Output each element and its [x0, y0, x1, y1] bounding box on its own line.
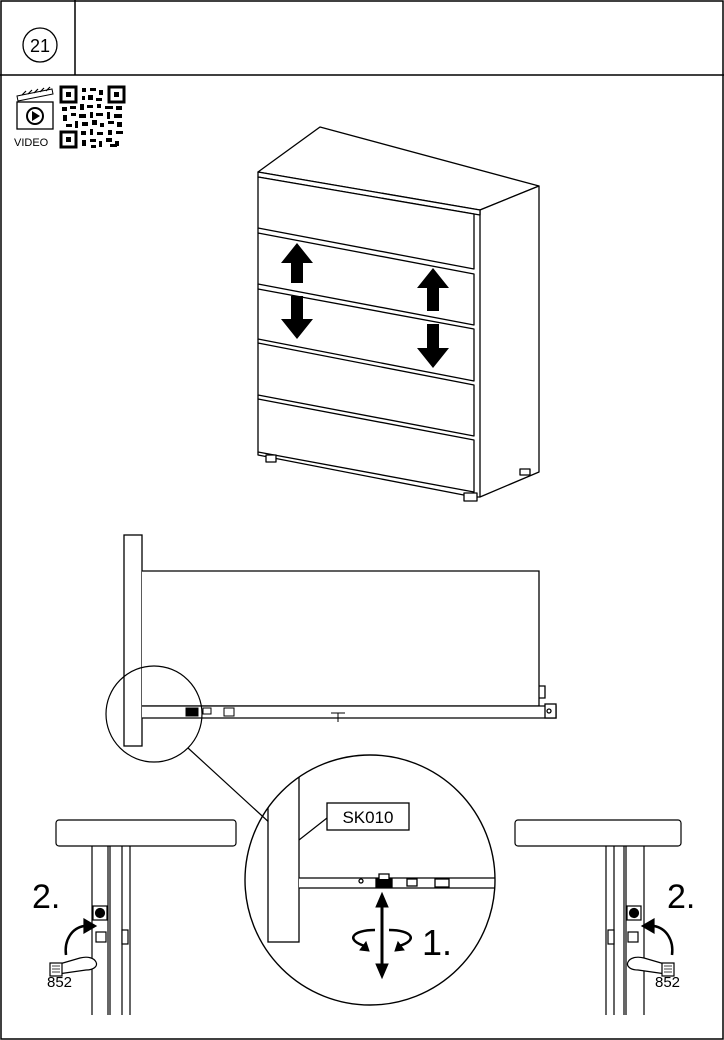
- drawer-front-2: [257, 232, 475, 326]
- chest-side: [479, 185, 540, 498]
- detail-marker-circle: [105, 665, 203, 763]
- step-number-badge: 21: [22, 27, 58, 63]
- step-one-label: 1.: [422, 922, 452, 963]
- detail-runner: [299, 877, 495, 889]
- drawer-front-5: [257, 398, 475, 493]
- arrow-down-icon: [417, 324, 449, 368]
- left-panel-detail: [49, 819, 237, 1015]
- chest-foot: [463, 492, 478, 502]
- tool-code-right: 852: [655, 974, 680, 991]
- chest-top-edge: [257, 171, 481, 216]
- curved-arrow-icon: [640, 917, 655, 935]
- part-code: SK010: [342, 808, 393, 827]
- step-number: 21: [30, 36, 50, 56]
- drawer-side-view: [123, 534, 557, 747]
- arrow-up-icon: [281, 243, 313, 283]
- drawer-adjust-arrows: [281, 243, 449, 368]
- drawer-front-4: [257, 342, 475, 437]
- drawer-front-3: [257, 288, 475, 382]
- video-label: VIDEO: [14, 137, 49, 149]
- hex-key-icon: [49, 956, 98, 977]
- chest-foot: [519, 468, 531, 476]
- chest-of-drawers: [257, 126, 540, 502]
- adjuster-screw-icon: [375, 873, 393, 888]
- video-link[interactable]: VIDEO: [14, 85, 126, 149]
- detail-front-panel: [267, 759, 300, 943]
- chest-foot: [265, 454, 277, 463]
- tool-code-left: 852: [47, 974, 72, 991]
- drawer-front-panel-section: [123, 534, 143, 747]
- up-down-arrow-icon: [375, 891, 389, 980]
- part-leader-line: [298, 817, 328, 841]
- hex-key-icon: [626, 956, 675, 977]
- drawer-body: [142, 570, 540, 707]
- arrow-down-icon: [281, 296, 313, 339]
- step-two-label-left: 2.: [32, 878, 60, 916]
- qr-code-icon[interactable]: [59, 85, 126, 149]
- rotate-icon: [352, 928, 412, 952]
- right-panel-detail: [514, 819, 682, 1015]
- drawer-front-1: [257, 176, 475, 270]
- arrow-up-icon: [417, 268, 449, 311]
- part-code-box: [326, 802, 410, 831]
- adjuster-mechanism: [185, 707, 345, 722]
- curved-arrow-icon: [83, 917, 98, 935]
- step-two-label-right: 2.: [667, 878, 695, 916]
- clapperboard-icon: [16, 86, 54, 130]
- detail-view: SK010 1.: [244, 754, 496, 1006]
- detail-leader-line: [187, 747, 273, 826]
